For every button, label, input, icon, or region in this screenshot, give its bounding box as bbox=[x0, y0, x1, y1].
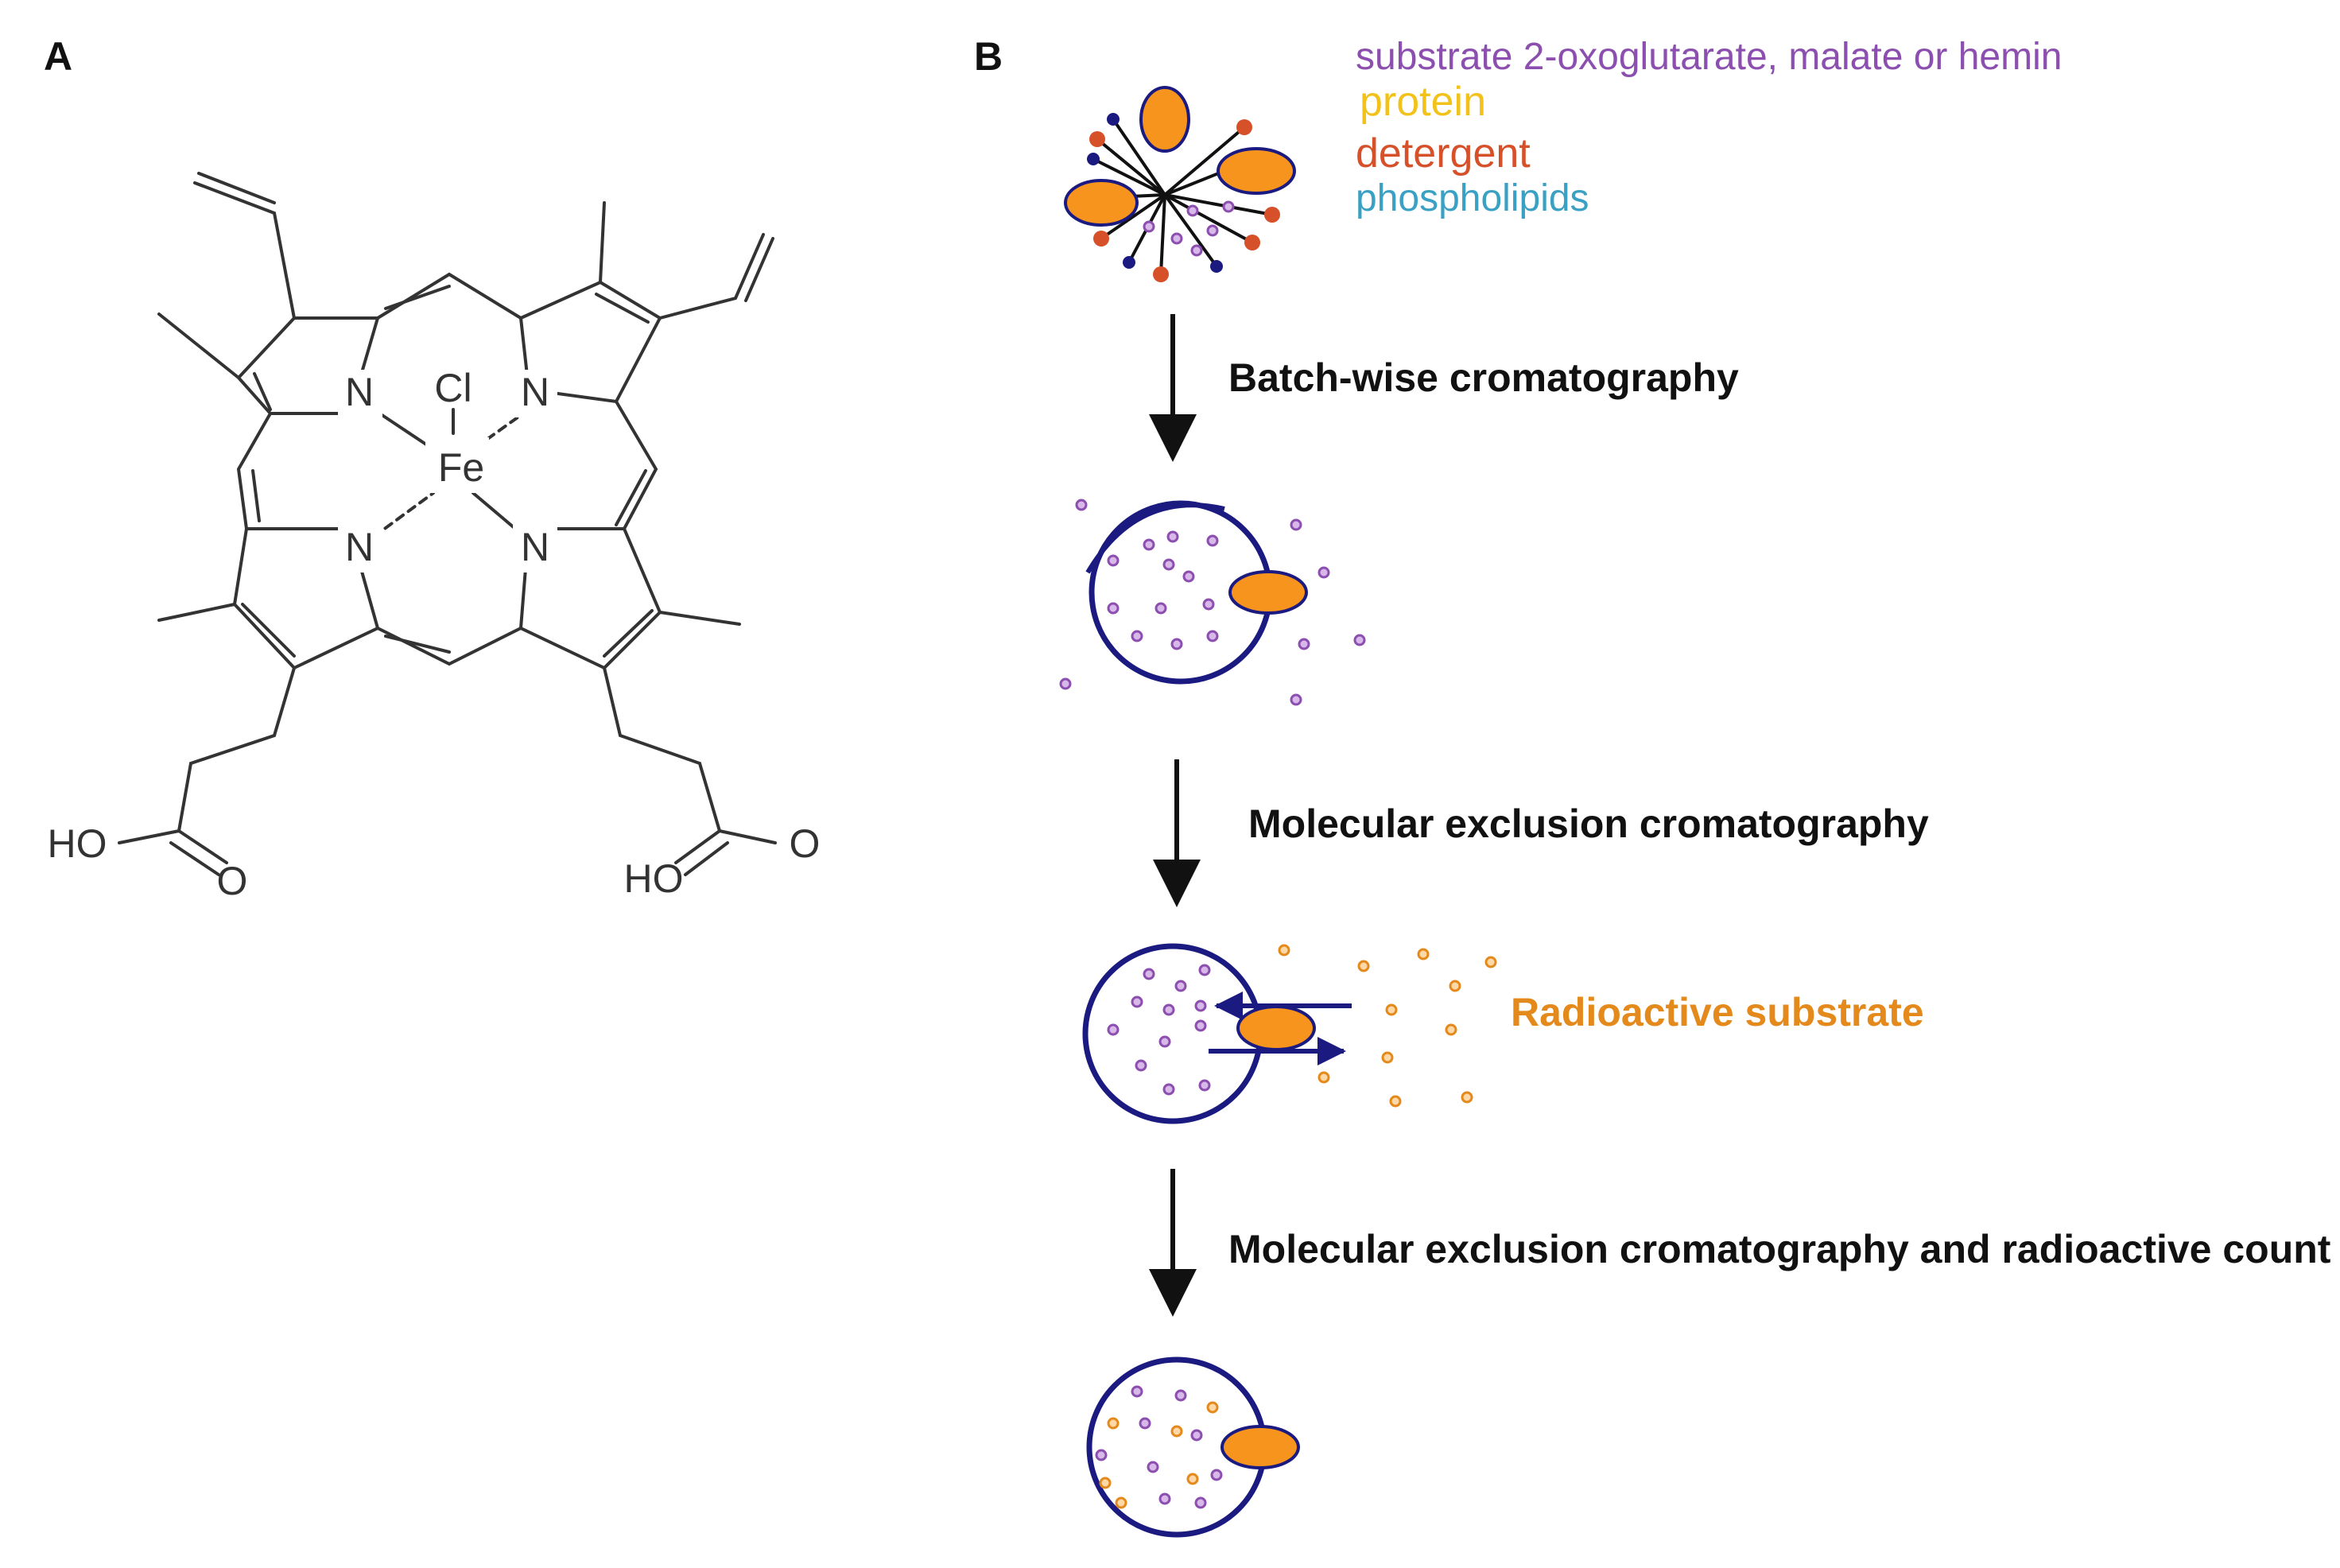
legend-phospholipids: phospholipids bbox=[1356, 177, 1589, 219]
micelle-proteins bbox=[1064, 86, 1296, 227]
proteoliposome-1 bbox=[1059, 499, 1366, 706]
legend-protein: protein bbox=[1360, 79, 1486, 125]
micelle bbox=[1064, 86, 1296, 282]
protein-2 bbox=[1236, 1005, 1316, 1051]
step-1-label: Batch-wise cromatography bbox=[1228, 355, 1739, 400]
atom-ho-left: HO bbox=[48, 821, 107, 866]
atom-fe: Fe bbox=[438, 445, 484, 490]
radioactive-substrate-label: Radioactive substrate bbox=[1511, 990, 1924, 1034]
step-labels: Batch-wise cromatography Molecular exclu… bbox=[1228, 355, 2331, 1271]
atom-o-left: O bbox=[217, 859, 248, 903]
proteoliposome-3 bbox=[1086, 1356, 1300, 1538]
detergent-heads bbox=[1070, 119, 1280, 282]
atom-ho-right: HO bbox=[624, 856, 684, 901]
radioactive-substrate-dots bbox=[1278, 944, 1497, 1108]
pyrrole-ring-top-left bbox=[236, 316, 380, 415]
protein-1 bbox=[1228, 570, 1308, 615]
legend: substrate 2-oxoglutarate, malate or hemi… bbox=[1356, 36, 2062, 219]
atom-o-right: O bbox=[790, 821, 821, 866]
atom-n-bottom-left: N bbox=[345, 525, 374, 569]
panel-a-label: A bbox=[44, 34, 72, 79]
structure-atom-labels: N N N N Cl Fe HO O HO O bbox=[48, 366, 821, 903]
proteoliposome-2: Radioactive substrate bbox=[1082, 943, 1924, 1124]
pyrrole-ring-bottom-left bbox=[232, 527, 380, 670]
step-3-label: Molecular exclusion cromatography and ra… bbox=[1228, 1227, 2331, 1271]
legend-substrate: substrate 2-oxoglutarate, malate or hemi… bbox=[1356, 36, 2062, 78]
atom-n-bottom-right: N bbox=[521, 525, 549, 569]
atom-n-top-right: N bbox=[521, 370, 549, 414]
step-arrows bbox=[1149, 314, 1201, 1317]
step-2-label: Molecular exclusion cromatography bbox=[1248, 801, 1929, 846]
atom-n-top-left: N bbox=[345, 370, 374, 414]
atom-cl: Cl bbox=[434, 366, 471, 410]
protein-3 bbox=[1220, 1425, 1300, 1469]
pyrrole-ring-bottom-right bbox=[518, 527, 662, 670]
legend-detergent: detergent bbox=[1356, 130, 1531, 177]
panel-b-label: B bbox=[974, 34, 1003, 79]
hemin-structure bbox=[118, 172, 777, 876]
micelle-substrate bbox=[1143, 200, 1235, 257]
